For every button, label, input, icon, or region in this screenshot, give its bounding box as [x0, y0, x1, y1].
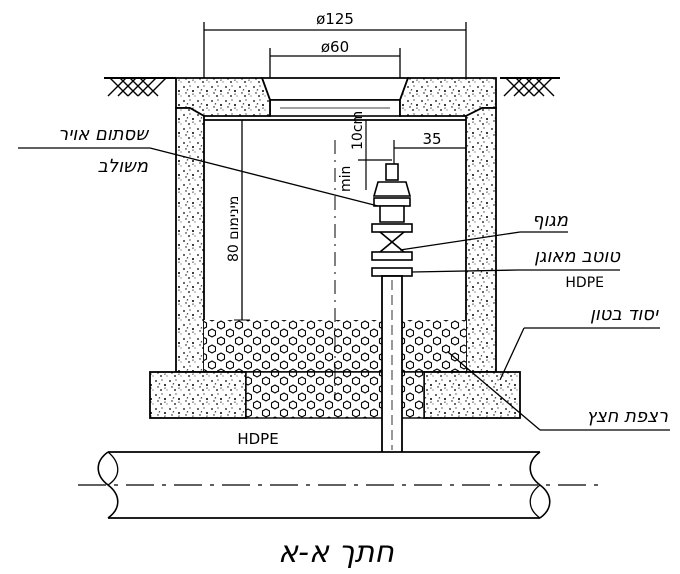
- clearance-label: 10cm: [350, 111, 366, 150]
- dimension-offset: 35: [393, 130, 466, 170]
- air-valve-assembly: [371, 163, 413, 457]
- outer-width-label: ø125: [316, 10, 354, 28]
- adapter-label: טוטב מאוגן: [534, 246, 620, 267]
- leader-adapter: טוטב מאוגן HDPE: [411, 246, 620, 291]
- adapter-material-label: HDPE: [565, 275, 604, 291]
- flange-label: מגוף: [532, 210, 569, 231]
- dimension-depth: 80 מינימום: [226, 120, 250, 321]
- manhole-lid: [260, 77, 410, 117]
- dimension-clearance: 10cm min: [338, 111, 392, 192]
- min-label: min: [338, 166, 354, 192]
- leader-flange: מגוף: [399, 210, 569, 251]
- gravel-floor-label: רצפת חצץ: [586, 406, 668, 427]
- leader-air-valve: שסתום אויר משולב: [18, 124, 379, 207]
- section-title: חתך א-א: [278, 535, 394, 570]
- dimension-inner-width: ø60: [269, 38, 401, 78]
- air-valve-label-2: משולב: [97, 156, 148, 177]
- main-pipe: HDPE: [78, 430, 600, 519]
- pipe-material-label: HDPE: [237, 430, 278, 448]
- depth-label: 80 מינימום: [226, 196, 242, 262]
- dimension-outer-width: ø125: [203, 10, 467, 78]
- ground-left: [104, 77, 176, 97]
- concrete-base-label: יסוד בטון: [590, 304, 659, 325]
- leader-gravel-floor: רצפת חצץ: [447, 351, 670, 431]
- air-valve-label: שסתום אויר: [58, 124, 149, 145]
- leader-concrete-base: יסוד בטון: [499, 304, 660, 381]
- offset-label: 35: [422, 130, 441, 148]
- concrete-walls: [175, 107, 497, 373]
- inner-width-label: ø60: [321, 38, 349, 56]
- concrete-top-slab: [175, 77, 497, 117]
- ground-right: [500, 77, 560, 97]
